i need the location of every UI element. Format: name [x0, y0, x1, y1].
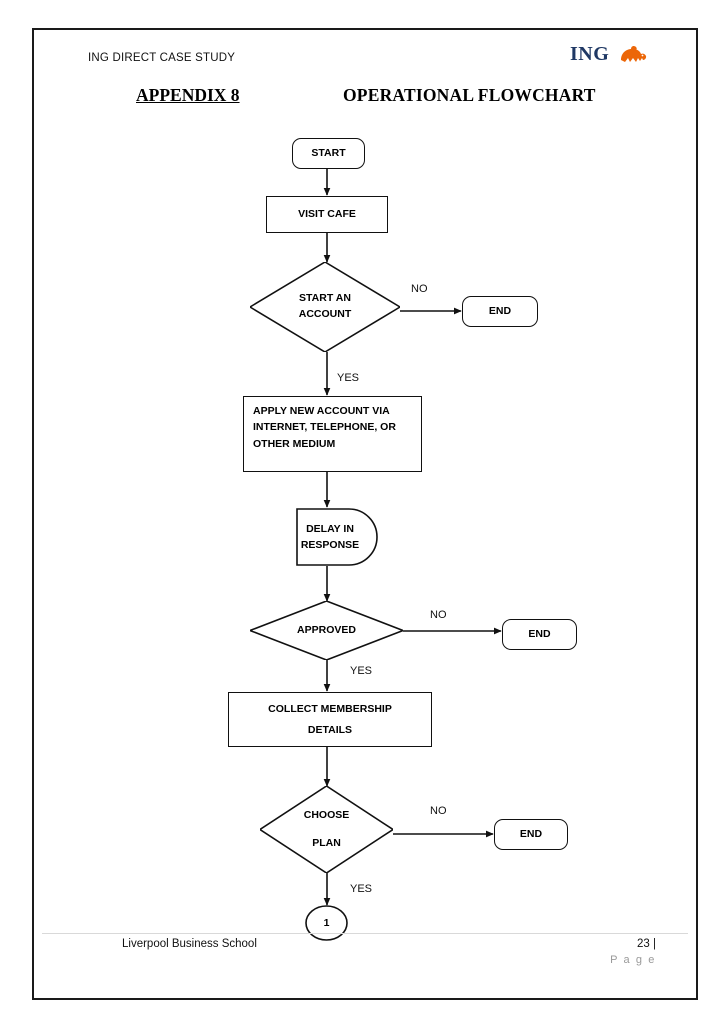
node-end-3[interactable]: END: [494, 819, 568, 850]
page-title: OPERATIONAL FLOWCHART: [343, 85, 596, 105]
footer-divider: [42, 933, 688, 934]
node-choose-plan-label: CHOOSE PLAN: [260, 786, 393, 873]
node-collect-line1: COLLECT MEMBERSHIP: [268, 703, 392, 716]
node-connector-1[interactable]: 1: [305, 905, 348, 941]
footer-page-number: 23 |: [637, 938, 656, 950]
node-end-1[interactable]: END: [462, 296, 538, 327]
node-start-an-account-label: START AN ACCOUNT: [250, 262, 400, 352]
node-start[interactable]: START: [292, 138, 365, 169]
node-end-3-label: END: [519, 828, 543, 841]
node-start-an-account-line1: START AN: [299, 292, 351, 305]
node-visit-cafe-label: VISIT CAFE: [298, 208, 356, 221]
branch-label-no-3: NO: [430, 805, 447, 817]
node-delay-in-response[interactable]: DELAY IN RESPONSE: [296, 508, 378, 566]
node-visit-cafe[interactable]: VISIT CAFE: [266, 196, 388, 233]
appendix-title: APPENDIX 8: [136, 85, 240, 105]
branch-label-no-1: NO: [411, 283, 428, 295]
branch-label-no-2: NO: [430, 609, 447, 621]
node-delay-label: DELAY IN RESPONSE: [296, 508, 378, 566]
node-delay-line1: DELAY IN: [306, 522, 354, 535]
node-approved[interactable]: APPROVED: [250, 601, 403, 660]
node-end-1-label: END: [488, 305, 512, 318]
node-apply-line2: INTERNET, TELEPHONE, OR: [253, 421, 396, 434]
node-approved-text: APPROVED: [297, 623, 356, 636]
branch-label-yes-1: YES: [337, 372, 360, 384]
branch-label-yes-3: YES: [350, 883, 373, 895]
node-end-2[interactable]: END: [502, 619, 577, 650]
node-start-an-account-line2: ACCOUNT: [298, 308, 352, 320]
node-end-2-label: END: [528, 628, 551, 641]
node-apply-new-account[interactable]: APPLY NEW ACCOUNT VIA INTERNET, TELEPHON…: [243, 396, 422, 472]
node-start-label: START: [311, 147, 346, 160]
node-choose-plan[interactable]: CHOOSE PLAN: [260, 786, 393, 873]
ing-lion-icon: [618, 44, 648, 66]
node-collect-line2: DETAILS: [307, 723, 353, 736]
node-apply-line1: APPLY NEW ACCOUNT VIA: [253, 405, 390, 417]
footer-page-word: P a g e: [610, 954, 656, 966]
node-connector-1-label: 1: [323, 917, 330, 929]
ing-logo: ING: [570, 42, 650, 68]
node-collect-membership-details[interactable]: COLLECT MEMBERSHIP DETAILS: [228, 692, 432, 747]
node-choose-plan-line1: CHOOSE: [303, 808, 350, 821]
footer-institution: Liverpool Business School: [122, 938, 257, 950]
node-apply-line3: OTHER MEDIUM: [253, 437, 336, 450]
node-approved-label: APPROVED: [250, 601, 403, 660]
node-delay-line2: RESPONSE: [300, 539, 360, 551]
node-choose-plan-line2: PLAN: [312, 836, 341, 849]
document-header-label: ING DIRECT CASE STUDY: [88, 52, 236, 64]
branch-label-yes-2: YES: [350, 665, 373, 677]
node-start-an-account[interactable]: START AN ACCOUNT: [250, 262, 400, 352]
ing-logo-text: ING: [570, 43, 610, 65]
